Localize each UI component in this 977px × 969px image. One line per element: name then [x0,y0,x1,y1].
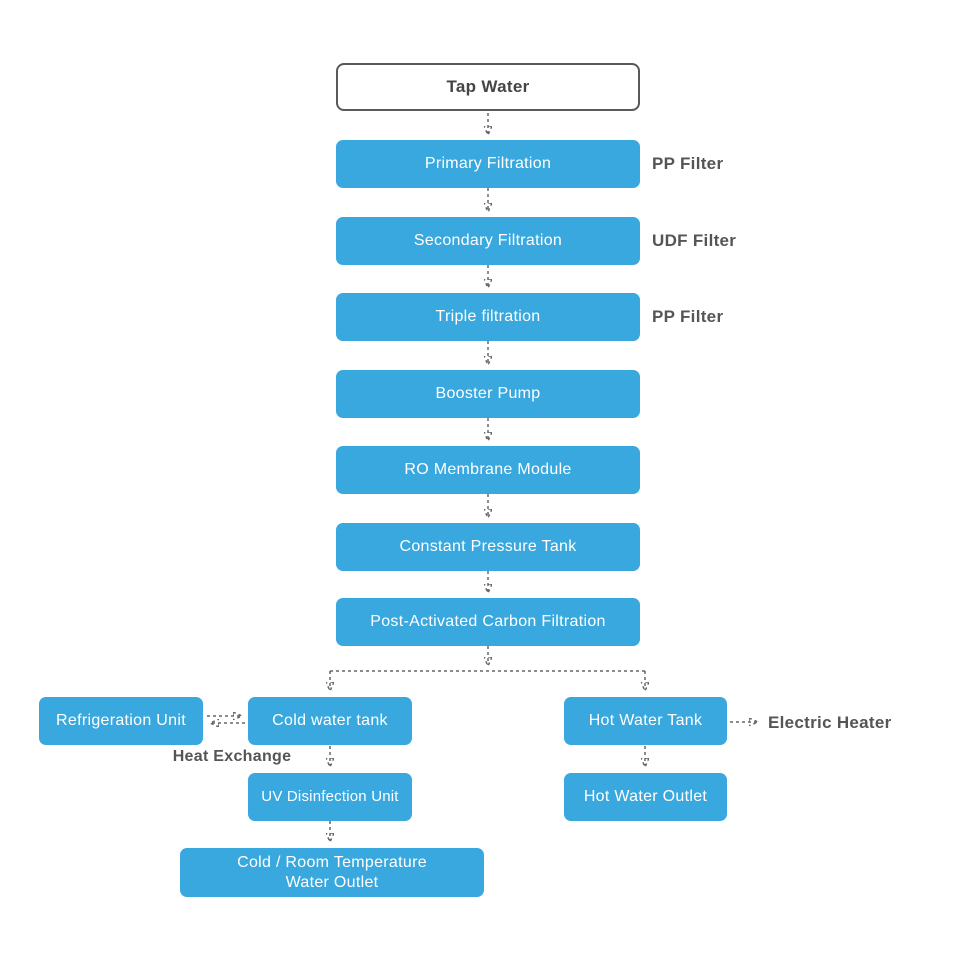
side-label-pp-filter-triple: PP Filter [652,293,723,341]
node-triple-filtration-label: Triple filtration [435,308,541,325]
node-refrigeration-unit-label: Refrigeration Unit [56,712,186,729]
node-ro-membrane-module-label: RO Membrane Module [404,461,572,478]
node-booster-pump: Booster Pump [336,370,640,418]
node-post-activated-carbon-filtration: Post-Activated Carbon Filtration [336,598,640,646]
side-label-pp-filter-primary: PP Filter [652,140,723,188]
node-constant-pressure-tank: Constant Pressure Tank [336,523,640,571]
node-tap-water-label: Tap Water [446,77,530,97]
side-label-udf-filter-text: UDF Filter [652,231,737,250]
electric-heater-label: Electric Heater [768,713,892,733]
electric-heater-label-text: Electric Heater [768,713,892,732]
node-hot-water-tank-label: Hot Water Tank [588,712,703,729]
node-hot-water-outlet-label: Hot Water Outlet [583,788,708,805]
node-cold-water-tank: Cold water tank [248,697,412,745]
node-booster-pump-label: Booster Pump [435,385,541,402]
node-constant-pressure-tank-label: Constant Pressure Tank [399,538,577,555]
node-cold-water-tank-label: Cold water tank [272,712,388,729]
node-ro-membrane-module: RO Membrane Module [336,446,640,494]
heat-exchange-label-text: Heat Exchange [172,748,292,765]
node-secondary-filtration-label: Secondary Filtration [413,232,563,249]
heat-exchange-label: Heat Exchange [167,748,297,766]
node-cold-outlet-label-line2: Water Outlet [285,873,379,891]
node-uv-disinfection-unit-label: UV Disinfection Unit [261,787,399,805]
node-secondary-filtration: Secondary Filtration [336,217,640,265]
side-label-pp-filter-triple-text: PP Filter [652,307,724,326]
node-refrigeration-unit: Refrigeration Unit [39,697,203,745]
node-hot-water-tank: Hot Water Tank [564,697,727,745]
node-primary-filtration-label: Primary Filtration [424,155,552,172]
side-label-udf-filter: UDF Filter [652,217,736,265]
node-post-activated-carbon-filtration-label: Post-Activated Carbon Filtration [370,613,606,630]
node-uv-disinfection-unit: UV Disinfection Unit [248,773,412,821]
node-triple-filtration: Triple filtration [336,293,640,341]
node-cold-outlet-label-line1: Cold / Room Temperature [237,853,427,871]
node-tap-water: Tap Water [336,63,640,111]
side-label-pp-filter-primary-text: PP Filter [652,154,724,173]
node-cold-room-temperature-water-outlet: Cold / Room Temperature Water Outlet [180,848,484,897]
node-hot-water-outlet: Hot Water Outlet [564,773,727,821]
node-primary-filtration: Primary Filtration [336,140,640,188]
